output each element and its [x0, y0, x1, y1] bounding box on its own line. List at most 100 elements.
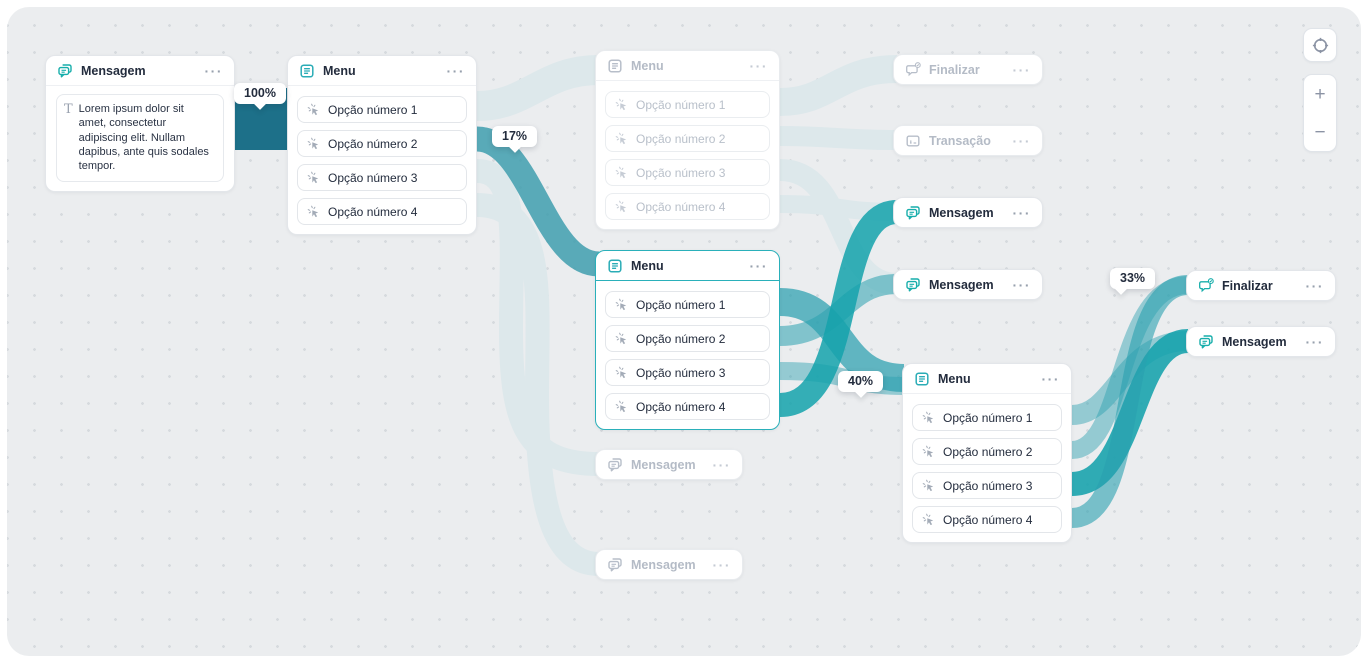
- node-title: Mensagem: [929, 205, 994, 220]
- menu-option-1[interactable]: Opção número 1: [297, 96, 467, 123]
- flow-canvas[interactable]: Mensagem ··· T Lorem ipsum dolor sit ame…: [7, 7, 1361, 656]
- option-label: Opção número 3: [636, 165, 726, 180]
- finalizar-icon: [1198, 278, 1214, 294]
- menu-options: Opção número 1 Opção número 2 Opção núme…: [903, 394, 1071, 542]
- menu-option-1[interactable]: Opção número 1: [912, 404, 1062, 431]
- option-label: Opção número 2: [943, 444, 1033, 459]
- option-label: Opção número 4: [328, 204, 418, 219]
- tap-icon: [615, 132, 628, 145]
- more-button[interactable]: ···: [1012, 276, 1031, 293]
- menu-options: Opção número 1 Opção número 2 Opção núme…: [596, 281, 779, 429]
- node-header: Transação ···: [894, 126, 1042, 155]
- node-header: Menu ···: [288, 56, 476, 86]
- menu-option-1[interactable]: Opção número 1: [605, 291, 770, 318]
- menu-option-3[interactable]: Opção número 3: [297, 164, 467, 191]
- menu-option-1[interactable]: Opção número 1: [605, 91, 770, 118]
- menu-option-4[interactable]: Opção número 4: [297, 198, 467, 225]
- node-transacao-faded[interactable]: Transação ···: [893, 125, 1043, 156]
- node-menu-4[interactable]: Menu ··· Opção número 1 Opção número 2 O…: [902, 363, 1072, 543]
- node-header: Menu ···: [903, 364, 1071, 394]
- node-message-3[interactable]: Mensagem ···: [893, 269, 1043, 300]
- more-button[interactable]: ···: [1305, 277, 1324, 294]
- menu-option-2[interactable]: Opção número 2: [605, 125, 770, 152]
- node-title: Menu: [631, 58, 664, 73]
- node-menu-1[interactable]: Menu ··· Opção número 1 Opção número 2 O…: [287, 55, 477, 235]
- node-menu-3-selected[interactable]: Menu ··· Opção número 1 Opção número 2 O…: [595, 250, 780, 430]
- node-message-start[interactable]: Mensagem ··· T Lorem ipsum dolor sit ame…: [45, 55, 235, 193]
- more-button[interactable]: ···: [749, 257, 768, 274]
- menu-option-2[interactable]: Opção número 2: [297, 130, 467, 157]
- zoom-controls: + −: [1303, 74, 1337, 152]
- node-header: Mensagem ···: [46, 56, 234, 86]
- message-icon: [1198, 334, 1214, 350]
- menu-option-4[interactable]: Opção número 4: [912, 506, 1062, 533]
- node-title: Menu: [938, 371, 971, 386]
- menu-option-3[interactable]: Opção número 3: [912, 472, 1062, 499]
- message-icon: [607, 557, 623, 573]
- tap-icon: [615, 332, 628, 345]
- node-header: Finalizar ···: [1187, 271, 1335, 300]
- node-message-4[interactable]: Mensagem ···: [1186, 326, 1336, 357]
- more-button[interactable]: ···: [1305, 333, 1324, 350]
- more-button[interactable]: ···: [446, 62, 465, 79]
- menu-option-4[interactable]: Opção número 4: [605, 193, 770, 220]
- percentage-badge-17: 17%: [492, 126, 538, 147]
- menu-option-3[interactable]: Opção número 3: [605, 359, 770, 386]
- more-button[interactable]: ···: [712, 556, 731, 573]
- menu-icon: [607, 258, 623, 274]
- more-button[interactable]: ···: [1041, 370, 1060, 387]
- percentage-badge-100: 100%: [234, 83, 286, 104]
- zoom-in-button[interactable]: +: [1304, 75, 1336, 113]
- menu-option-2[interactable]: Opção número 2: [912, 438, 1062, 465]
- node-title: Transação: [929, 133, 991, 148]
- option-label: Opção número 2: [328, 136, 418, 151]
- message-icon: [905, 277, 921, 293]
- node-title: Finalizar: [1222, 278, 1273, 293]
- option-label: Opção número 3: [328, 170, 418, 185]
- tap-icon: [922, 479, 935, 492]
- option-label: Opção número 2: [636, 331, 726, 346]
- node-finalizar-2[interactable]: Finalizar ···: [1186, 270, 1336, 301]
- message-text-block[interactable]: T Lorem ipsum dolor sit amet, consectetu…: [56, 94, 224, 183]
- node-header: Mensagem ···: [596, 550, 742, 579]
- more-button[interactable]: ···: [1012, 132, 1031, 149]
- more-button[interactable]: ···: [1012, 204, 1031, 221]
- node-message-5-faded[interactable]: Mensagem ···: [595, 449, 743, 480]
- tap-icon: [615, 98, 628, 111]
- menu-icon: [607, 58, 623, 74]
- node-header: Finalizar ···: [894, 55, 1042, 84]
- node-finalizar-faded[interactable]: Finalizar ···: [893, 54, 1043, 85]
- node-menu-2-faded[interactable]: Menu ··· Opção número 1 Opção número 2 O…: [595, 50, 780, 230]
- node-title: Mensagem: [631, 557, 696, 572]
- percentage-badge-33: 33%: [1110, 268, 1156, 289]
- message-icon: [905, 205, 921, 221]
- node-title: Menu: [631, 258, 664, 273]
- locate-button[interactable]: [1303, 28, 1337, 62]
- text-icon: T: [64, 102, 73, 117]
- more-button[interactable]: ···: [1012, 61, 1031, 78]
- menu-option-3[interactable]: Opção número 3: [605, 159, 770, 186]
- menu-options: Opção número 1 Opção número 2 Opção núme…: [288, 86, 476, 234]
- node-header: Menu ···: [596, 251, 779, 281]
- tap-icon: [615, 400, 628, 413]
- tap-icon: [615, 200, 628, 213]
- option-label: Opção número 4: [943, 512, 1033, 527]
- finalizar-icon: [905, 62, 921, 78]
- node-message-2[interactable]: Mensagem ···: [893, 197, 1043, 228]
- tap-icon: [922, 445, 935, 458]
- menu-option-2[interactable]: Opção número 2: [605, 325, 770, 352]
- node-title: Finalizar: [929, 62, 980, 77]
- menu-option-4[interactable]: Opção número 4: [605, 393, 770, 420]
- node-title: Mensagem: [929, 277, 994, 292]
- node-header: Mensagem ···: [1187, 327, 1335, 356]
- transacao-icon: [905, 133, 921, 149]
- tap-icon: [307, 205, 320, 218]
- more-button[interactable]: ···: [204, 62, 223, 79]
- more-button[interactable]: ···: [712, 456, 731, 473]
- more-button[interactable]: ···: [749, 57, 768, 74]
- menu-options: Opção número 1 Opção número 2 Opção núme…: [596, 81, 779, 229]
- option-label: Opção número 3: [636, 365, 726, 380]
- node-header: Menu ···: [596, 51, 779, 81]
- node-message-6-faded[interactable]: Mensagem ···: [595, 549, 743, 580]
- zoom-out-button[interactable]: −: [1304, 113, 1336, 151]
